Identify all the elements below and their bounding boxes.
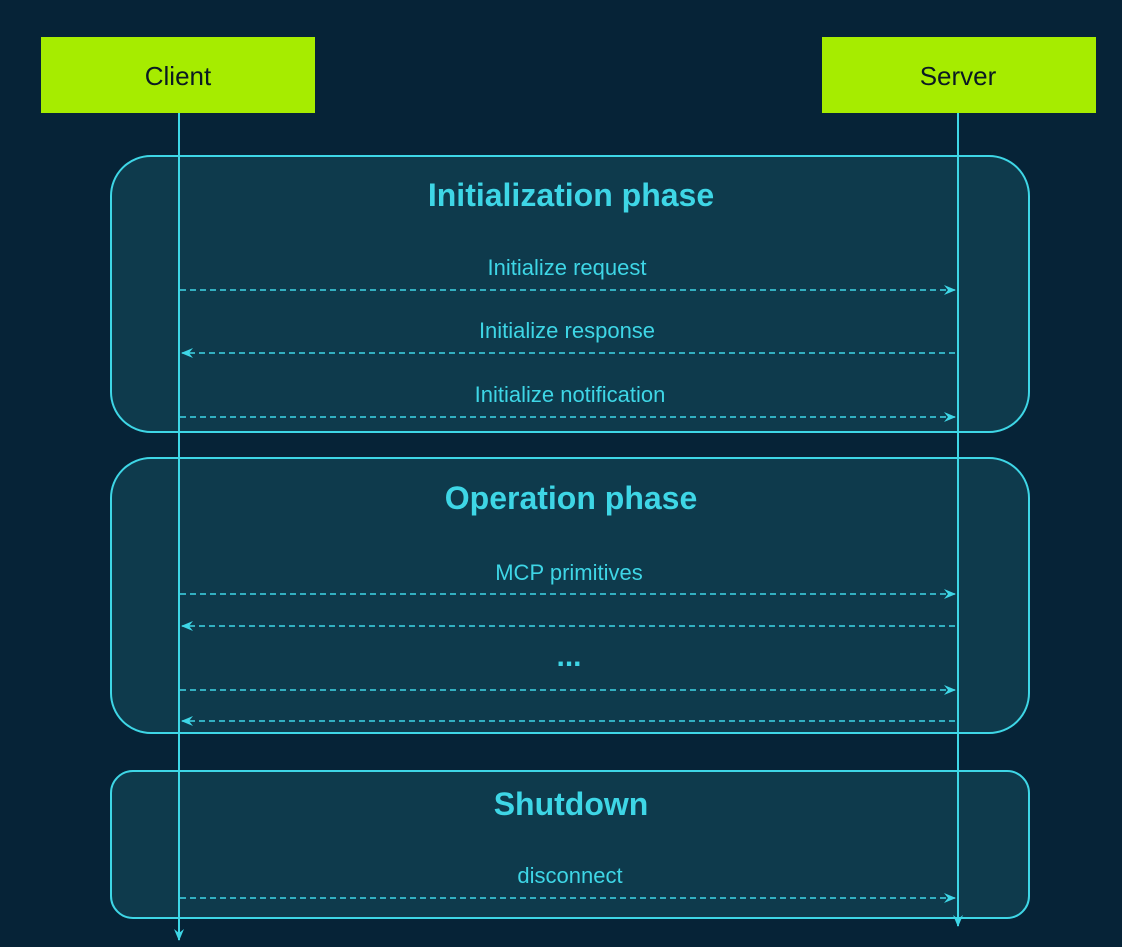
phase-box-initialization [110,155,1030,433]
message-label: Initialize notification [475,382,666,407]
participant-label-server: Server [920,61,997,91]
message-ellipsis: ... [556,640,581,673]
participant-box-client [41,37,315,113]
participant-server: Server [822,37,1096,113]
message-initialize-notification: Initialize notification [180,382,956,422]
message-label: MCP primitives [495,560,643,585]
message-disconnect: disconnect [180,863,956,903]
phase-box-operation [110,457,1030,734]
phase-title-shutdown: Shutdown [494,786,649,822]
phase-box-shutdown [110,770,1030,919]
phase-title-operation: Operation phase [445,480,698,516]
message-initialize-response: Initialize response [181,318,955,358]
message-label: Initialize request [488,255,647,280]
message-initialize-request: Initialize request [180,255,956,295]
message-mcp-primitives: MCP primitives [180,560,956,599]
message-label: disconnect [517,863,622,888]
participant-box-server [822,37,1096,113]
phase-title-initialization: Initialization phase [428,177,714,213]
phase-shutdown: Shutdown [110,770,1030,919]
message-label: Initialize response [479,318,655,343]
participant-label-client: Client [145,61,212,91]
phase-operation: Operation phase [110,457,1030,734]
phase-initialization: Initialization phase [110,155,1030,433]
participant-client: Client [41,37,315,113]
